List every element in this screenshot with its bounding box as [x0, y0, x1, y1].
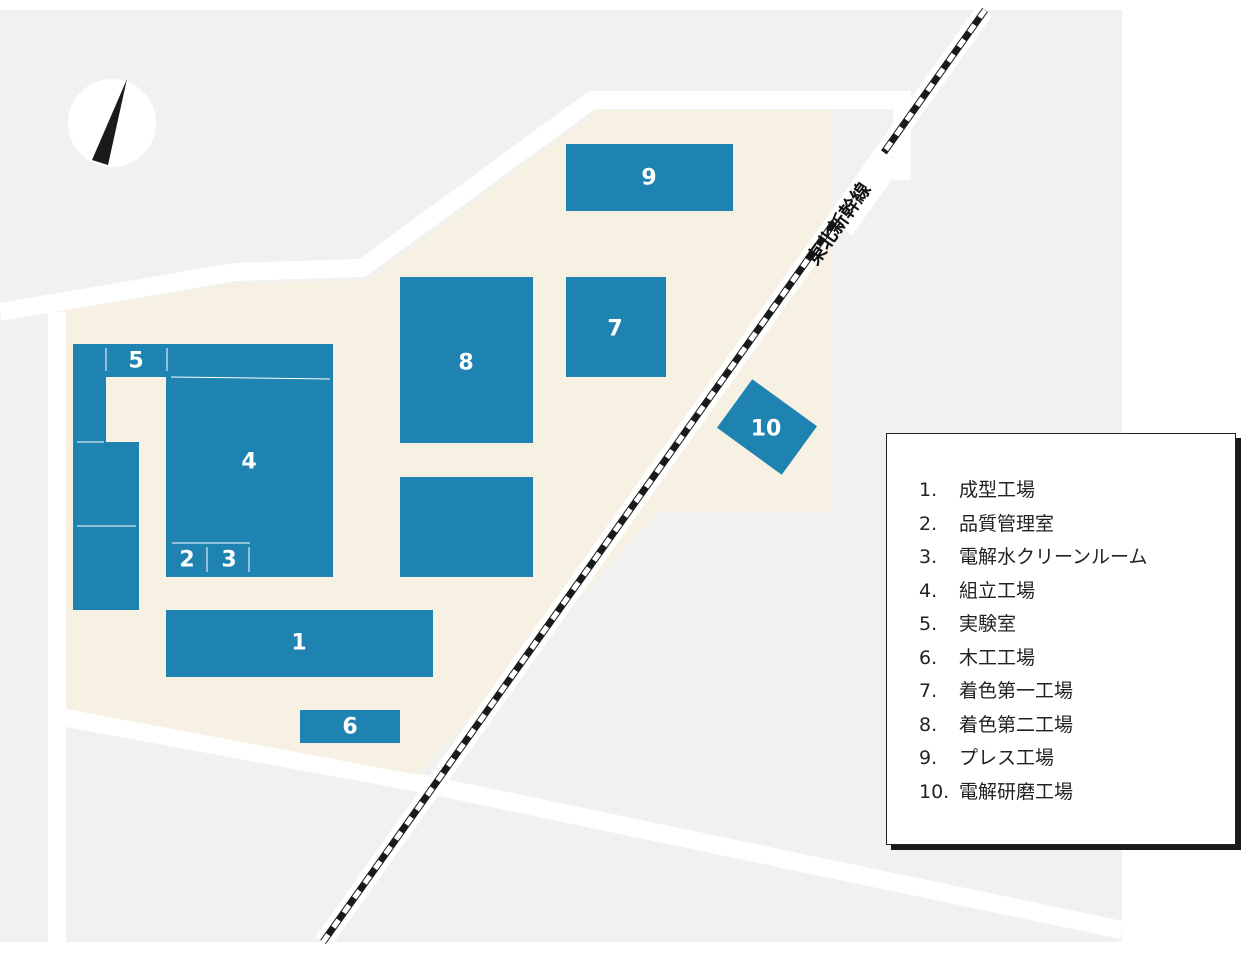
buildings	[73, 144, 817, 743]
legend-item: 8. 着色第二工場	[919, 709, 1235, 743]
building-4[interactable]	[166, 344, 333, 577]
building-label-6: 6	[342, 715, 357, 740]
building-label-10: 10	[751, 417, 782, 442]
legend-name: 木工工場	[959, 646, 1036, 669]
legend-item: 4. 組立工場	[919, 575, 1235, 609]
building-label-9: 9	[641, 166, 656, 191]
legend-number: 10.	[919, 780, 950, 803]
legend-name: 着色第二工場	[959, 713, 1074, 736]
legend-number: 6.	[919, 646, 938, 669]
legend-list: 1. 成型工場 2. 品質管理室 3. 電解水クリーンルーム 4. 組立工場 5. 実験室…	[887, 434, 1235, 809]
legend-item: 10. 電解研磨工場	[919, 776, 1235, 810]
building-label-2: 2	[179, 548, 194, 573]
building-label-4: 4	[241, 450, 256, 475]
building-8[interactable]	[400, 277, 533, 443]
building-dividers	[77, 348, 331, 572]
building-5[interactable]	[106, 344, 167, 377]
building-west-upper[interactable]	[73, 344, 106, 444]
legend-name: 着色第一工場	[959, 680, 1074, 702]
legend-item: 3. 電解水クリーンルーム	[919, 541, 1235, 575]
building-label-5: 5	[128, 349, 143, 374]
legend-number: 3.	[919, 546, 938, 568]
legend-number: 2.	[919, 512, 938, 535]
legend-number: 7.	[919, 680, 938, 702]
legend-number: 1.	[919, 479, 938, 501]
legend-item: 7. 着色第一工場	[919, 675, 1235, 709]
north-arrow-icon	[68, 79, 156, 167]
legend-box: 1. 成型工場 2. 品質管理室 3. 電解水クリーンルーム 4. 組立工場 5. 実験室…	[886, 433, 1236, 845]
legend-name: 組立工場	[959, 579, 1036, 602]
legend-name: 電解研磨工場	[959, 780, 1074, 803]
building-6[interactable]	[300, 710, 400, 743]
building-label-7: 7	[607, 317, 622, 342]
building-labels: 1 2 3 4 5 6 7 8 9 10	[128, 166, 781, 740]
legend-name: 品質管理室	[959, 512, 1055, 535]
building-label-8: 8	[458, 351, 473, 376]
legend-name: 実験室	[959, 613, 1017, 635]
legend-item: 2. 品質管理室	[919, 508, 1235, 542]
legend-item: 1. 成型工場	[919, 474, 1235, 508]
building-1[interactable]	[166, 610, 433, 677]
legend-number: 4.	[919, 579, 938, 602]
legend-item: 5. 実験室	[919, 608, 1235, 642]
building-10[interactable]	[717, 379, 817, 475]
legend-number: 8.	[919, 713, 938, 736]
building-label-1: 1	[291, 631, 306, 656]
legend-number: 9.	[919, 747, 938, 769]
legend-name: プレス工場	[959, 747, 1055, 769]
building-label-3: 3	[221, 548, 236, 573]
legend-item: 6. 木工工場	[919, 642, 1235, 676]
railway-line	[315, 4, 993, 948]
legend-name: 電解水クリーンルーム	[959, 546, 1148, 568]
building-9[interactable]	[566, 144, 733, 211]
building-8-annex[interactable]	[400, 477, 533, 577]
building-7[interactable]	[566, 277, 666, 377]
legend-number: 5.	[919, 613, 938, 635]
legend-item: 9. プレス工場	[919, 742, 1235, 776]
legend-name: 成型工場	[959, 479, 1036, 501]
